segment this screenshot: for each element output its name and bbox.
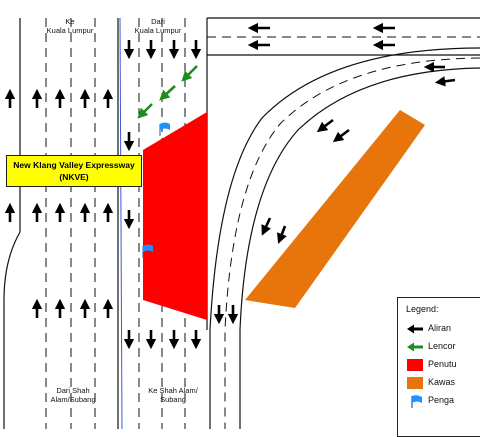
legend-title: Legend:	[406, 304, 439, 314]
black-arrow-icon	[407, 324, 423, 334]
legend-item-diversion: Lencor	[398, 338, 480, 356]
legend-label: Lencor	[428, 341, 456, 351]
red-box-icon	[407, 359, 423, 371]
flag-icon	[159, 122, 170, 136]
lane-dividers	[45, 18, 480, 429]
label-to-kuala-lumpur: Ke Kuala Lumpur	[46, 17, 94, 35]
orange-area	[245, 110, 425, 308]
red-closure-area	[143, 112, 207, 320]
median-line	[119, 17, 123, 429]
legend-label: Penutu	[428, 359, 457, 369]
flag-icon	[142, 244, 153, 258]
legend: Legend: Aliran Lencor Penutu Kawas Penga	[397, 297, 480, 437]
blue-flag-icon	[411, 395, 422, 408]
orange-box-icon	[407, 377, 423, 389]
legend-label: Kawas	[428, 377, 456, 387]
legend-label: Penga	[428, 395, 455, 405]
green-arrow-icon	[407, 342, 423, 352]
legend-item-traffic-flow: Aliran	[398, 320, 480, 338]
diversion-arrows	[137, 65, 198, 119]
label-from-kuala-lumpur: Dari Kuala Lumpur	[134, 17, 182, 35]
road-edges	[3, 17, 480, 429]
arrows-southbound	[123, 40, 239, 350]
legend-item-closure: Penutu	[398, 356, 480, 374]
legend-label: Aliran	[428, 323, 452, 333]
label-to-shah-alam: Ke Shah Alam/ Subang	[148, 386, 198, 404]
arrows-northbound	[4, 88, 114, 318]
arrows-westbound	[247, 22, 456, 244]
legend-item-area: Kawas	[398, 374, 480, 392]
highway-name-label: New Klang Valley Expressway (NKVE)	[6, 155, 142, 187]
legend-item-flag: Penga	[398, 392, 480, 410]
label-from-shah-alam: Dari Shah Alam/Subang	[50, 386, 96, 404]
